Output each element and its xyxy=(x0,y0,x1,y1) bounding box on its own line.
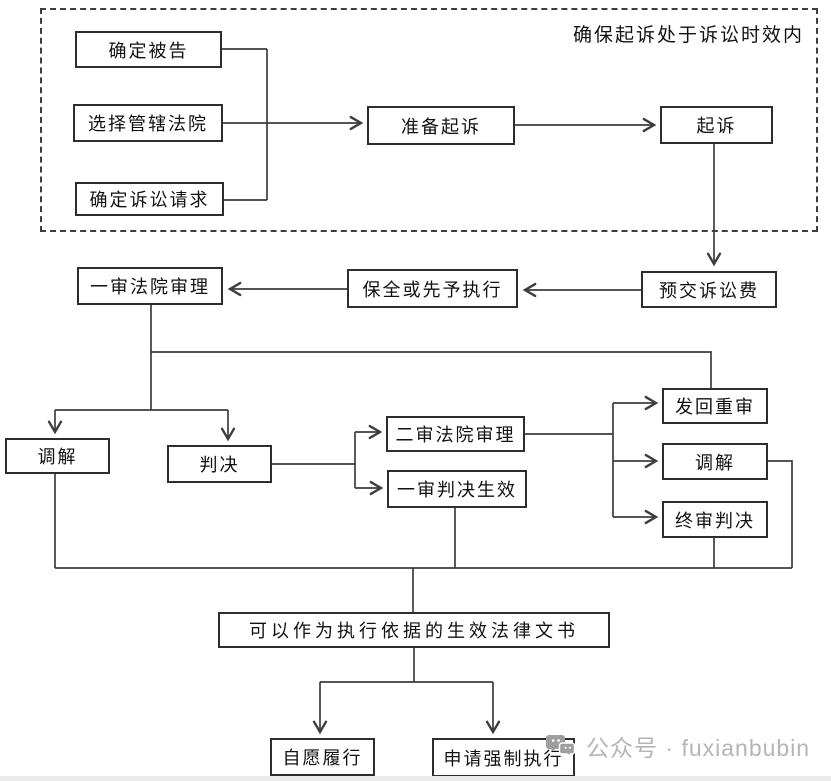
node-final-judgment: 终审判决 xyxy=(662,501,768,538)
node-determine-claims: 确定诉讼请求 xyxy=(75,182,224,216)
watermark-text: 公众号 · fuxianbubin xyxy=(586,735,811,761)
node-first-judgment-effective: 一审判决生效 xyxy=(387,470,527,508)
arrow-connectors xyxy=(47,115,722,735)
watermark: 公众号 · fuxianbubin xyxy=(546,729,810,763)
node-remand-retrial: 发回重审 xyxy=(662,388,768,424)
wechat-icon xyxy=(546,734,576,758)
node-effective-legal-documents: 可以作为执行依据的生效法律文书 xyxy=(218,612,610,648)
node-preservation-or-advance-execution: 保全或先予执行 xyxy=(347,269,518,308)
node-choose-court: 选择管辖法院 xyxy=(73,104,223,142)
node-voluntary-performance: 自愿履行 xyxy=(270,738,375,776)
node-mediation-second: 调解 xyxy=(662,443,768,480)
statute-limitations-note: 确保起诉处于诉讼时效内 xyxy=(573,25,805,46)
node-file-lawsuit: 起诉 xyxy=(660,106,773,144)
node-second-instance-trial: 二审法院审理 xyxy=(386,416,525,452)
node-determine-defendant: 确定被告 xyxy=(75,31,222,68)
node-mediation-first: 调解 xyxy=(5,438,110,474)
bottom-edge-strip xyxy=(0,776,831,781)
node-prepay-fee: 预交诉讼费 xyxy=(641,271,777,308)
statute-limitations-dashed-frame xyxy=(40,8,818,232)
node-prepare-lawsuit: 准备起诉 xyxy=(367,106,515,145)
plain-connectors xyxy=(54,48,793,683)
node-judgment: 判决 xyxy=(167,445,272,483)
node-first-instance-trial: 一审法院审理 xyxy=(77,267,223,305)
